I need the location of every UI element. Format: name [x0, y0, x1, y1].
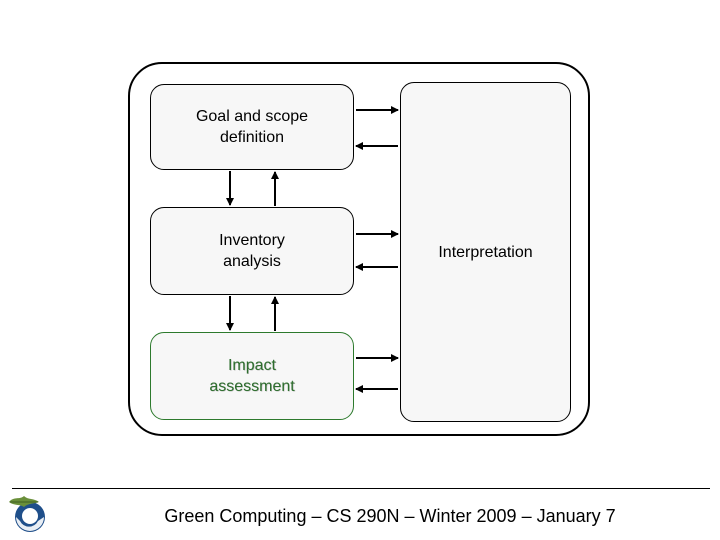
interpretation-box: Interpretation — [400, 82, 571, 422]
footer-caption: Green Computing – CS 290N – Winter 2009 … — [164, 506, 616, 526]
impact-assessment-box: Impact assessment — [150, 332, 354, 420]
interpretation-label: Interpretation — [438, 243, 533, 261]
lca-framework-frame — [128, 62, 590, 436]
goal-and-scope-label: Goal and scope definition — [195, 108, 309, 146]
goal-and-scope-box: Goal and scope definition — [150, 84, 354, 170]
oak-leaf-globe-icon — [9, 496, 45, 532]
impact-assessment-label: Impact assessment — [209, 357, 295, 395]
footer-divider — [12, 488, 710, 489]
inventory-analysis-label: Inventory analysis — [219, 232, 285, 270]
inventory-analysis-box: Inventory analysis — [150, 207, 354, 295]
